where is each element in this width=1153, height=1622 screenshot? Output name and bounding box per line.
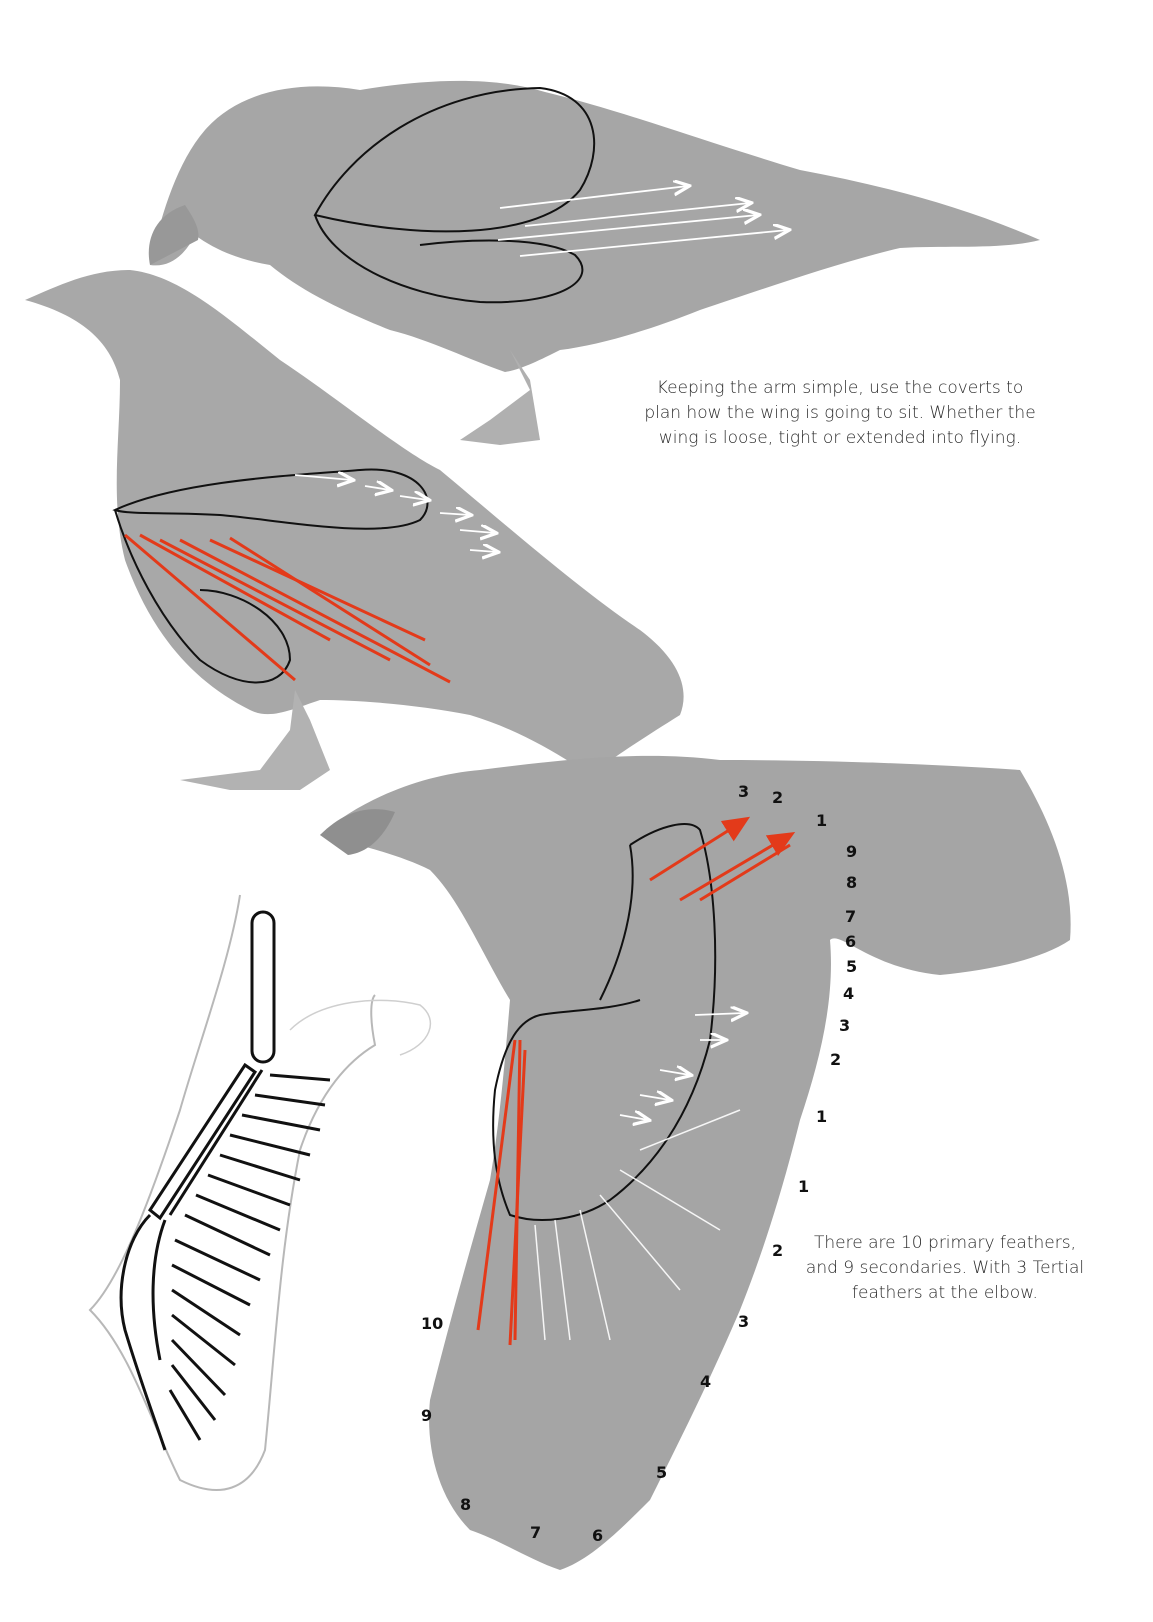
secondary-number-9: 9 — [421, 1406, 432, 1425]
tail-number-1: 1 — [816, 811, 827, 830]
coverts-note: Keeping the arm simple, use the coverts … — [644, 378, 1036, 448]
secondary-number-8: 8 — [460, 1495, 471, 1514]
tail-number-8: 8 — [846, 873, 857, 892]
wing-bone-sketch — [88, 894, 431, 1491]
tail-number-9: 9 — [846, 842, 857, 861]
wing-number-2: 2 — [772, 788, 783, 807]
primary-number-3: 3 — [738, 1312, 749, 1331]
crow-top — [148, 80, 1040, 445]
secondary-numbers: 10 9 8 7 6 — [421, 1314, 603, 1545]
tail-number-1b: 1 — [816, 1107, 827, 1126]
primary-numbers: 1 2 3 4 5 — [656, 1177, 809, 1482]
primary-number-2: 2 — [772, 1241, 783, 1260]
tail-number-2: 2 — [830, 1050, 841, 1069]
crow-flying — [320, 755, 1071, 1570]
tail-number-4: 4 — [843, 984, 854, 1003]
primary-number-5: 5 — [656, 1463, 667, 1482]
feathers-note: There are 10 primary feathers, and 9 sec… — [805, 1233, 1085, 1303]
wing-number-3: 3 — [738, 782, 749, 801]
tail-number-7: 7 — [845, 907, 856, 926]
tail-number-3: 3 — [839, 1016, 850, 1035]
wing-top-numbers: 3 2 — [738, 782, 783, 807]
crow-middle — [25, 270, 684, 790]
secondary-number-10: 10 — [421, 1314, 443, 1333]
secondary-number-7: 7 — [530, 1523, 541, 1542]
tail-number-6: 6 — [845, 932, 856, 951]
tail-number-5: 5 — [846, 957, 857, 976]
primary-number-1: 1 — [798, 1177, 809, 1196]
tail-numbers: 1 9 8 7 6 5 4 3 2 1 — [816, 811, 857, 1126]
secondary-number-6: 6 — [592, 1526, 603, 1545]
primary-number-4: 4 — [700, 1372, 711, 1391]
